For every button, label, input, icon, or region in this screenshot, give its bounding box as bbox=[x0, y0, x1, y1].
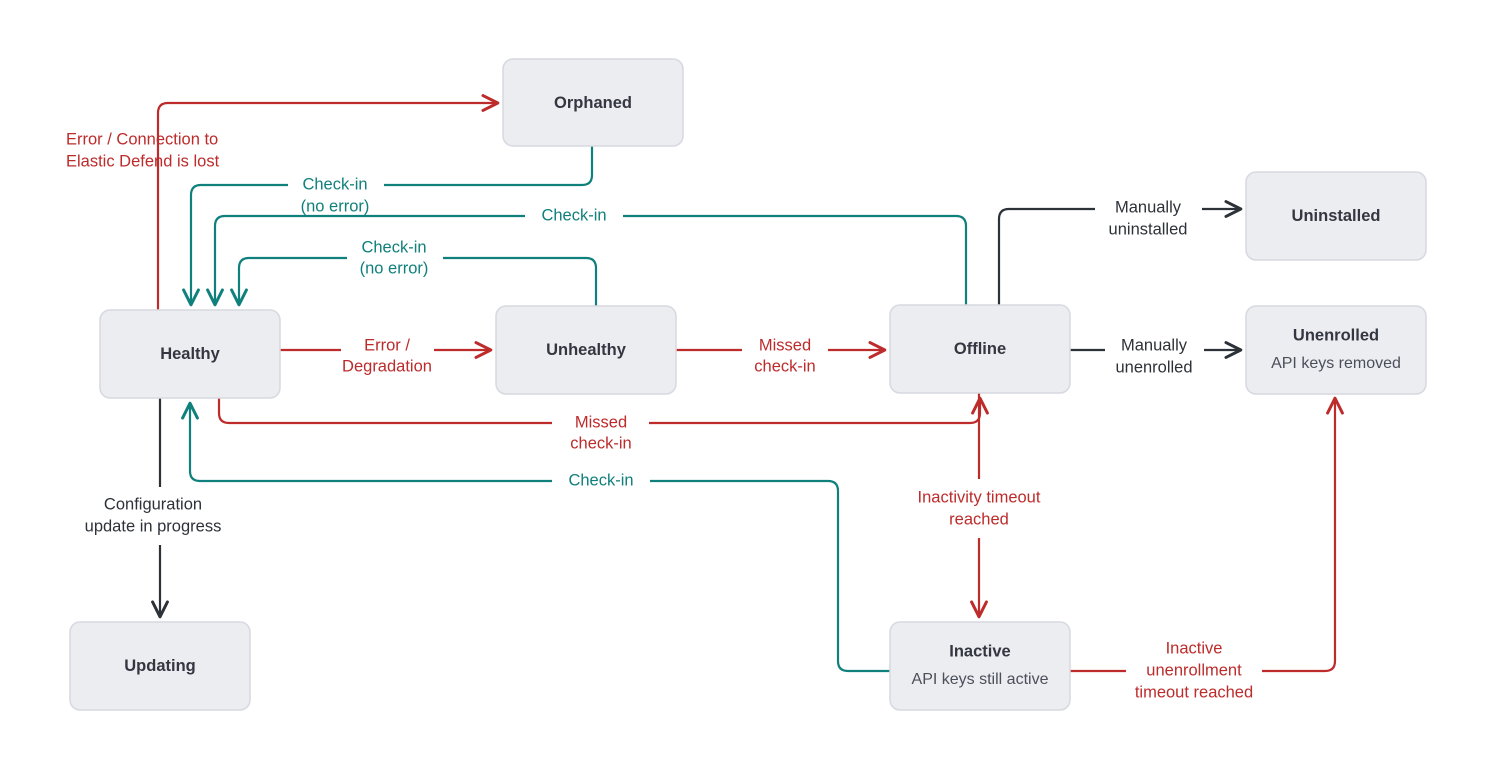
node-healthy[interactable]: Healthy bbox=[99, 309, 281, 399]
label-checkin-inactive-healthy: Check-in bbox=[552, 470, 650, 492]
label-missed-checkin-healthy-line2: check-in bbox=[570, 434, 631, 452]
label-checkin-noerror-top-line1: Check-in bbox=[302, 175, 367, 193]
node-orphaned-box[interactable] bbox=[502, 58, 684, 147]
label-error-degradation-line2: Degradation bbox=[342, 357, 432, 375]
label-error-connection-line2: Elastic Defend is lost bbox=[66, 152, 220, 170]
node-unhealthy-title: Unhealthy bbox=[546, 341, 627, 359]
node-uninstalled[interactable]: Uninstalled bbox=[1245, 171, 1427, 261]
label-checkin-offline-healthy-text: Check-in bbox=[541, 206, 606, 224]
node-unenrolled-box[interactable] bbox=[1245, 305, 1427, 395]
label-error-degradation-line1: Error / bbox=[364, 336, 410, 354]
label-bg bbox=[525, 205, 623, 227]
node-unenrolled-title: Unenrolled bbox=[1293, 326, 1379, 344]
edge-healthy-to-orphaned bbox=[156, 94, 500, 310]
node-inactive-subtitle: API keys still active bbox=[912, 671, 1049, 688]
node-inactive-box[interactable] bbox=[889, 621, 1071, 711]
node-offline-title: Offline bbox=[954, 340, 1006, 358]
label-inactive-unenrollment-line1: Inactive bbox=[1166, 639, 1223, 657]
edge-inactive-to-healthy bbox=[190, 404, 890, 673]
label-missed-checkin-unhealthy: Missed check-in bbox=[754, 336, 815, 375]
node-updating-title: Updating bbox=[124, 657, 196, 675]
node-inactive-title: Inactive bbox=[949, 642, 1010, 660]
label-checkin-inactive-healthy-text: Check-in bbox=[568, 471, 633, 489]
label-inactivity-timeout-line2: reached bbox=[949, 510, 1009, 528]
node-inactive[interactable]: Inactive API keys still active bbox=[889, 621, 1071, 711]
label-error-connection-line1: Error / Connection to bbox=[66, 130, 218, 148]
label-missed-checkin-unhealthy-line2: check-in bbox=[754, 357, 815, 375]
label-manually-uninstalled-line2: uninstalled bbox=[1109, 220, 1188, 238]
label-manually-unenrolled-line1: Manually bbox=[1121, 336, 1188, 354]
node-offline[interactable]: Offline bbox=[889, 304, 1071, 394]
label-bg bbox=[288, 174, 384, 196]
label-checkin-noerror-top-line2: (no error) bbox=[301, 197, 370, 215]
node-healthy-box[interactable] bbox=[99, 309, 281, 399]
node-orphaned-title: Orphaned bbox=[554, 94, 632, 112]
node-unhealthy[interactable]: Unhealthy bbox=[495, 305, 677, 395]
node-updating-box[interactable] bbox=[69, 621, 251, 711]
label-manually-uninstalled-line1: Manually bbox=[1115, 198, 1182, 216]
label-missed-checkin-unhealthy-line1: Missed bbox=[759, 336, 811, 354]
label-configuration-update-line1: Configuration bbox=[104, 495, 202, 513]
label-bg bbox=[347, 247, 443, 269]
label-error-degradation: Error / Degradation bbox=[342, 336, 432, 375]
label-configuration-update-line2: update in progress bbox=[85, 517, 222, 535]
label-bg bbox=[552, 470, 650, 492]
label-configuration-update: Configuration update in progress bbox=[85, 495, 222, 535]
node-unenrolled[interactable]: Unenrolled API keys removed bbox=[1245, 305, 1427, 395]
label-missed-checkin-healthy-line1: Missed bbox=[575, 413, 627, 431]
label-checkin-noerror-mid-line1: Check-in bbox=[361, 238, 426, 256]
node-updating[interactable]: Updating bbox=[69, 621, 251, 711]
label-inactive-unenrollment-line3: timeout reached bbox=[1135, 683, 1253, 701]
label-manually-unenrolled-line2: unenrolled bbox=[1115, 358, 1192, 376]
label-inactive-unenrollment-line2: unenrollment bbox=[1146, 661, 1242, 679]
node-uninstalled-title: Uninstalled bbox=[1292, 207, 1381, 225]
edge-offline-to-uninstalled bbox=[997, 209, 1240, 305]
edge-orphaned-to-healthy bbox=[182, 146, 594, 307]
node-offline-box[interactable] bbox=[889, 304, 1071, 394]
label-manually-uninstalled: Manually uninstalled bbox=[1109, 198, 1188, 238]
label-checkin-offline-healthy: Check-in bbox=[525, 205, 623, 227]
node-orphaned[interactable]: Orphaned bbox=[502, 58, 684, 147]
label-inactivity-timeout: Inactivity timeout reached bbox=[918, 488, 1041, 528]
label-checkin-noerror-mid-line2: (no error) bbox=[360, 259, 429, 277]
node-unhealthy-box[interactable] bbox=[495, 305, 677, 395]
label-checkin-noerror-top: Check-in (no error) bbox=[288, 174, 384, 215]
edge-offline-to-healthy bbox=[206, 214, 968, 307]
label-error-connection: Error / Connection to Elastic Defend is … bbox=[66, 130, 220, 170]
node-healthy-title: Healthy bbox=[160, 345, 220, 363]
edge-inactive-to-unenrolled bbox=[1070, 399, 1335, 673]
label-checkin-noerror-mid: Check-in (no error) bbox=[347, 238, 443, 277]
node-uninstalled-box[interactable] bbox=[1245, 171, 1427, 261]
label-missed-checkin-healthy: Missed check-in bbox=[570, 413, 631, 452]
label-manually-unenrolled: Manually unenrolled bbox=[1115, 336, 1192, 376]
label-inactivity-timeout-line1: Inactivity timeout bbox=[918, 488, 1041, 506]
label-inactive-unenrollment: Inactive unenrollment timeout reached bbox=[1135, 639, 1253, 701]
node-unenrolled-subtitle: API keys removed bbox=[1271, 355, 1401, 372]
